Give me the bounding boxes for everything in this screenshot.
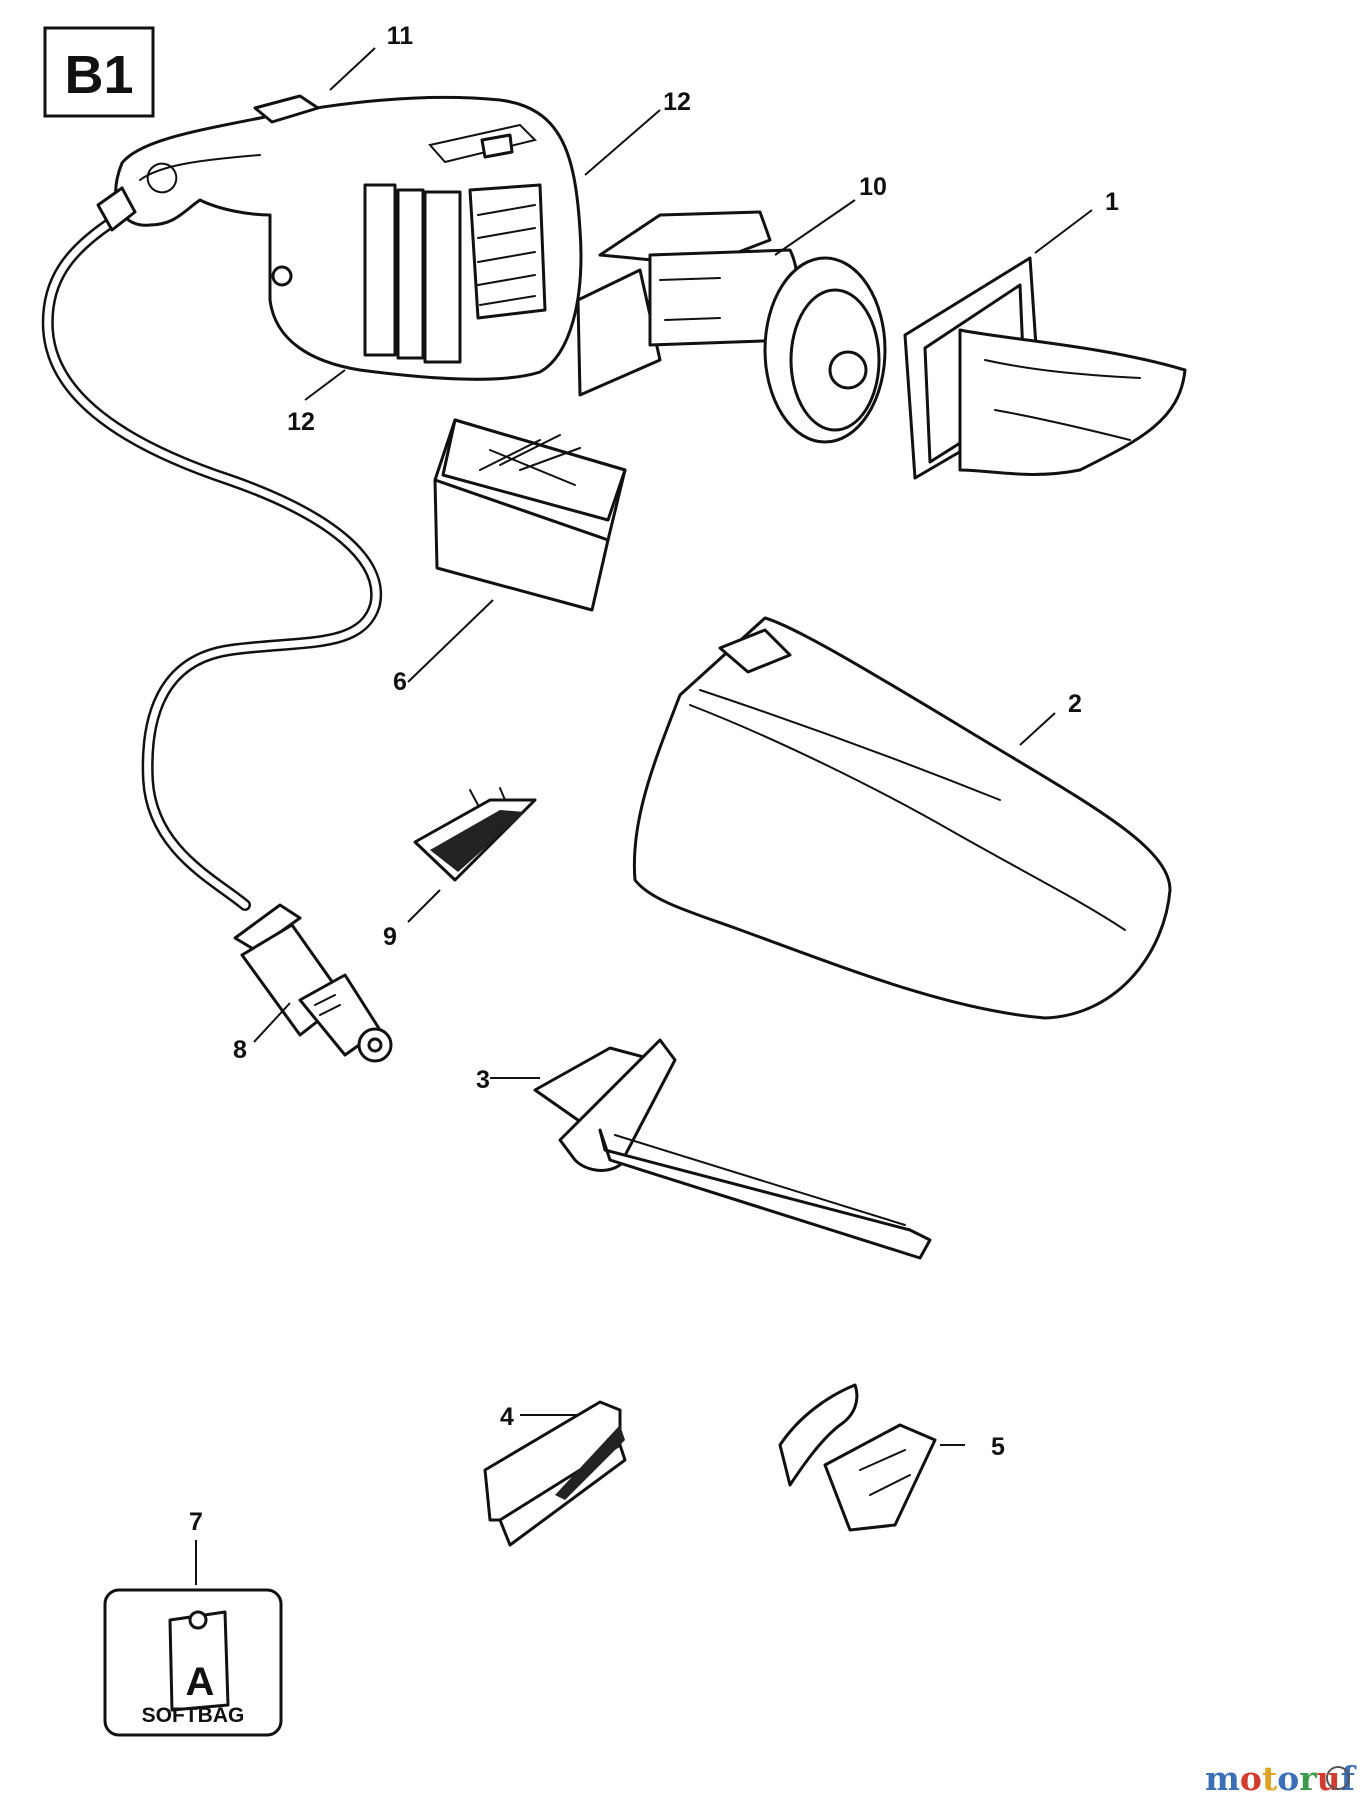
callout-12-top: 12 [663,88,691,116]
callout-1: 1 [1105,188,1119,216]
upholstery-brush-part [483,1400,627,1547]
watermark-logo: motoruf [1205,1759,1357,1798]
softbag-label: SOFTBAG [142,1704,245,1727]
wm-letter: u [1317,1759,1341,1798]
wm-letter: r [1299,1759,1317,1798]
callout-4: 4 [500,1403,514,1431]
wm-letter: m [1205,1759,1240,1798]
wm-letter: t [1262,1759,1278,1798]
callout-10: 10 [859,173,887,201]
callout-3: 3 [476,1066,490,1094]
wm-letter: o [1277,1759,1299,1798]
callout-9: 9 [383,923,397,951]
callout-12-bottom: 12 [287,408,315,436]
prefilter-part [413,787,537,882]
motor-part [576,210,887,444]
callout-11: 11 [387,22,414,50]
callout-6: 6 [393,668,407,696]
callout-8: 8 [233,1036,247,1064]
callout-2: 2 [1068,690,1082,718]
filter-part [433,418,627,612]
svg-text:motoruf: motoruf [1205,1759,1357,1798]
page-badge: B1 [43,26,155,118]
bowl-part [632,616,1172,1020]
watermark-mark-icon [1326,1766,1350,1790]
callout-5: 5 [991,1433,1005,1461]
softbag-icon-letter: A [186,1660,215,1704]
callout-labels: 1 2 3 4 5 6 7 8 9 10 11 12 12 [189,22,1119,1536]
page-badge-text: B1 [64,45,133,105]
crevice-tool-part [533,1038,932,1260]
main-housing-part [96,94,583,381]
callout-7: 7 [189,1508,203,1536]
leader-lines [195,47,1093,1585]
softbag-box: A SOFTBAG [103,1588,283,1737]
power-cord [41,216,383,911]
filter-bag-part [903,256,1187,480]
wm-letter: o [1240,1759,1262,1798]
dusting-tool-part [778,1383,937,1532]
lighter-plug-part [233,903,393,1063]
